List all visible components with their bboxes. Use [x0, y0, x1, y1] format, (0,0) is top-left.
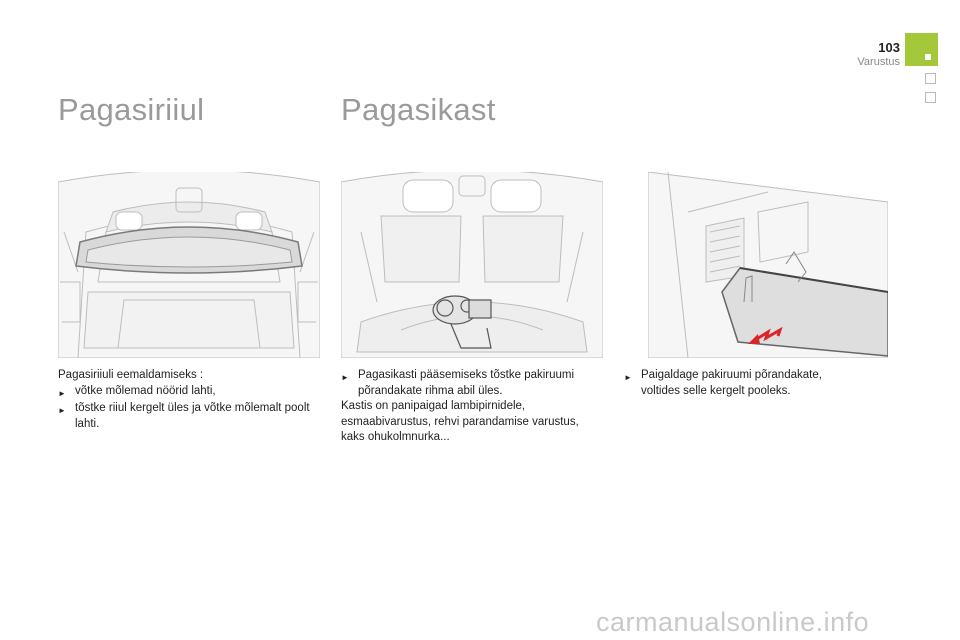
bullet-arrow-icon: ►	[58, 388, 66, 398]
page-number: 103	[878, 40, 900, 55]
floor-fold-illustration	[648, 172, 888, 358]
floor-fold-instructions: ► Paigaldage pakiruumi põrandakate, volt…	[624, 368, 859, 399]
bullet-arrow-icon: ►	[341, 373, 349, 382]
tab-square-icon	[925, 54, 931, 60]
trunk-box-illustration	[341, 172, 603, 358]
nav-square-icon	[925, 73, 936, 84]
bullet-arrow-icon: ►	[624, 373, 632, 382]
trunk-box-instructions: ► Pagasikasti pääsemiseks tõstke pakiruu…	[341, 368, 603, 446]
heading-trunk-box: Pagasikast	[341, 92, 496, 127]
nav-square-icon	[925, 92, 936, 103]
watermark: carmanualsonline.info	[596, 607, 870, 637]
list-item: ► võtke mõlemad nöörid lahti,	[58, 384, 320, 402]
list-item: ► Pagasikasti pääsemiseks tõstke pakiruu…	[341, 368, 603, 399]
list-item: ► Paigaldage pakiruumi põrandakate, volt…	[624, 368, 859, 399]
section-label: Varustus	[857, 56, 900, 68]
list-item-text: Pagasikasti pääsemiseks tõstke pakiruumi…	[358, 369, 575, 397]
list-item-text: võtke mõlemad nöörid lahti,	[75, 384, 216, 397]
parcel-shelf-intro: Pagasiriiuli eemaldamiseks :	[58, 369, 204, 381]
parcel-shelf-illustration	[58, 172, 320, 358]
list-item-text: tõstke riiul kergelt üles ja võtke mõlem…	[75, 402, 310, 430]
section-tab	[905, 33, 938, 66]
list-item-text: Paigaldage pakiruumi põrandakate, voltid…	[641, 369, 822, 397]
list-item: ► tõstke riiul kergelt üles ja võtke mõl…	[58, 401, 320, 432]
trunk-box-contents: Kastis on panipaigad lambipirnidele, esm…	[341, 400, 579, 443]
bullet-arrow-icon: ►	[58, 406, 66, 415]
parcel-shelf-instructions: Pagasiriiuli eemaldamiseks : ► võtke mõl…	[58, 368, 320, 432]
heading-parcel-shelf: Pagasiriiul	[58, 92, 205, 127]
